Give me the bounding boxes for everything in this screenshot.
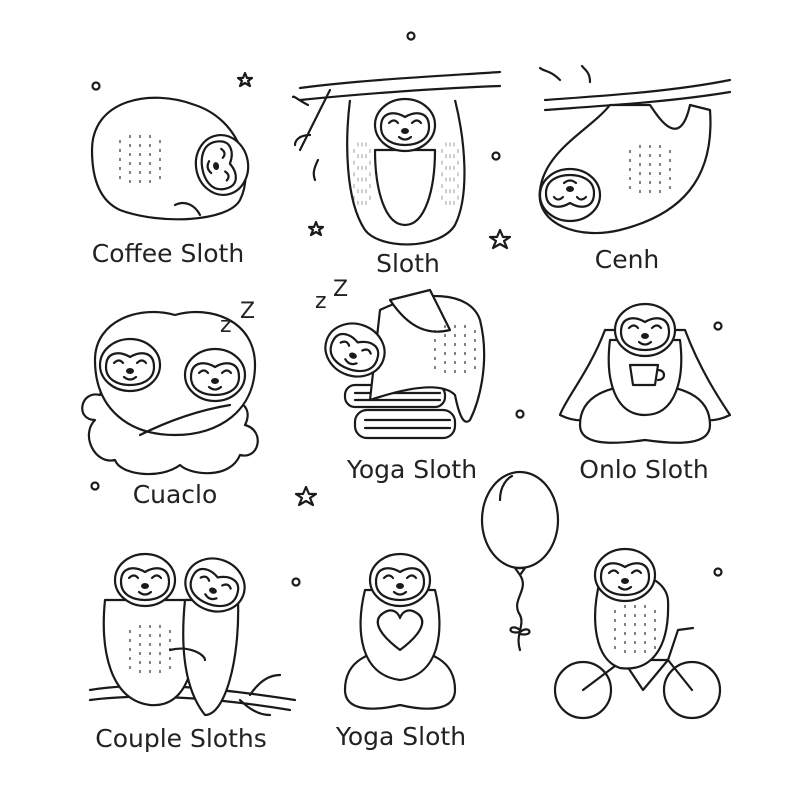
- decor-stars: [236, 71, 512, 507]
- cenh-sloth-illustration: [538, 64, 732, 235]
- label-yoga-sloth-books: Yoga Sloth: [346, 455, 477, 484]
- decor-dots: [90, 31, 723, 587]
- couple-sloths-illustration: [88, 549, 297, 717]
- sleep-mark-large: Z: [333, 277, 348, 302]
- sleep-mark-small: z: [220, 313, 232, 338]
- yoga-sloth-heart-illustration: [343, 552, 457, 710]
- onlo-sloth-illustration: [558, 302, 732, 444]
- label-cuaclo: Cuaclo: [133, 480, 218, 509]
- balloon-illustration: [480, 470, 560, 652]
- label-onlo-sloth: Onlo Sloth: [579, 455, 708, 484]
- label-couple-sloths: Couple Sloths: [95, 724, 267, 753]
- bicycle-sloth-illustration: [553, 547, 722, 720]
- coffee-sloth-illustration: [90, 96, 254, 221]
- label-cenh: Cenh: [595, 245, 660, 274]
- sleep-mark-small: z: [315, 289, 327, 314]
- label-coffee-sloth: Coffee Sloth: [92, 239, 244, 268]
- label-yoga-sloth-heart: Yoga Sloth: [335, 722, 466, 751]
- hanging-sloth-illustration: [291, 70, 502, 246]
- sleep-mark-large: Z: [240, 299, 255, 324]
- yoga-sloth-books-illustration: z Z: [315, 277, 486, 440]
- label-hanging-sloth: Sloth: [376, 249, 440, 278]
- cuaclo-sloths-illustration: z Z: [81, 299, 259, 476]
